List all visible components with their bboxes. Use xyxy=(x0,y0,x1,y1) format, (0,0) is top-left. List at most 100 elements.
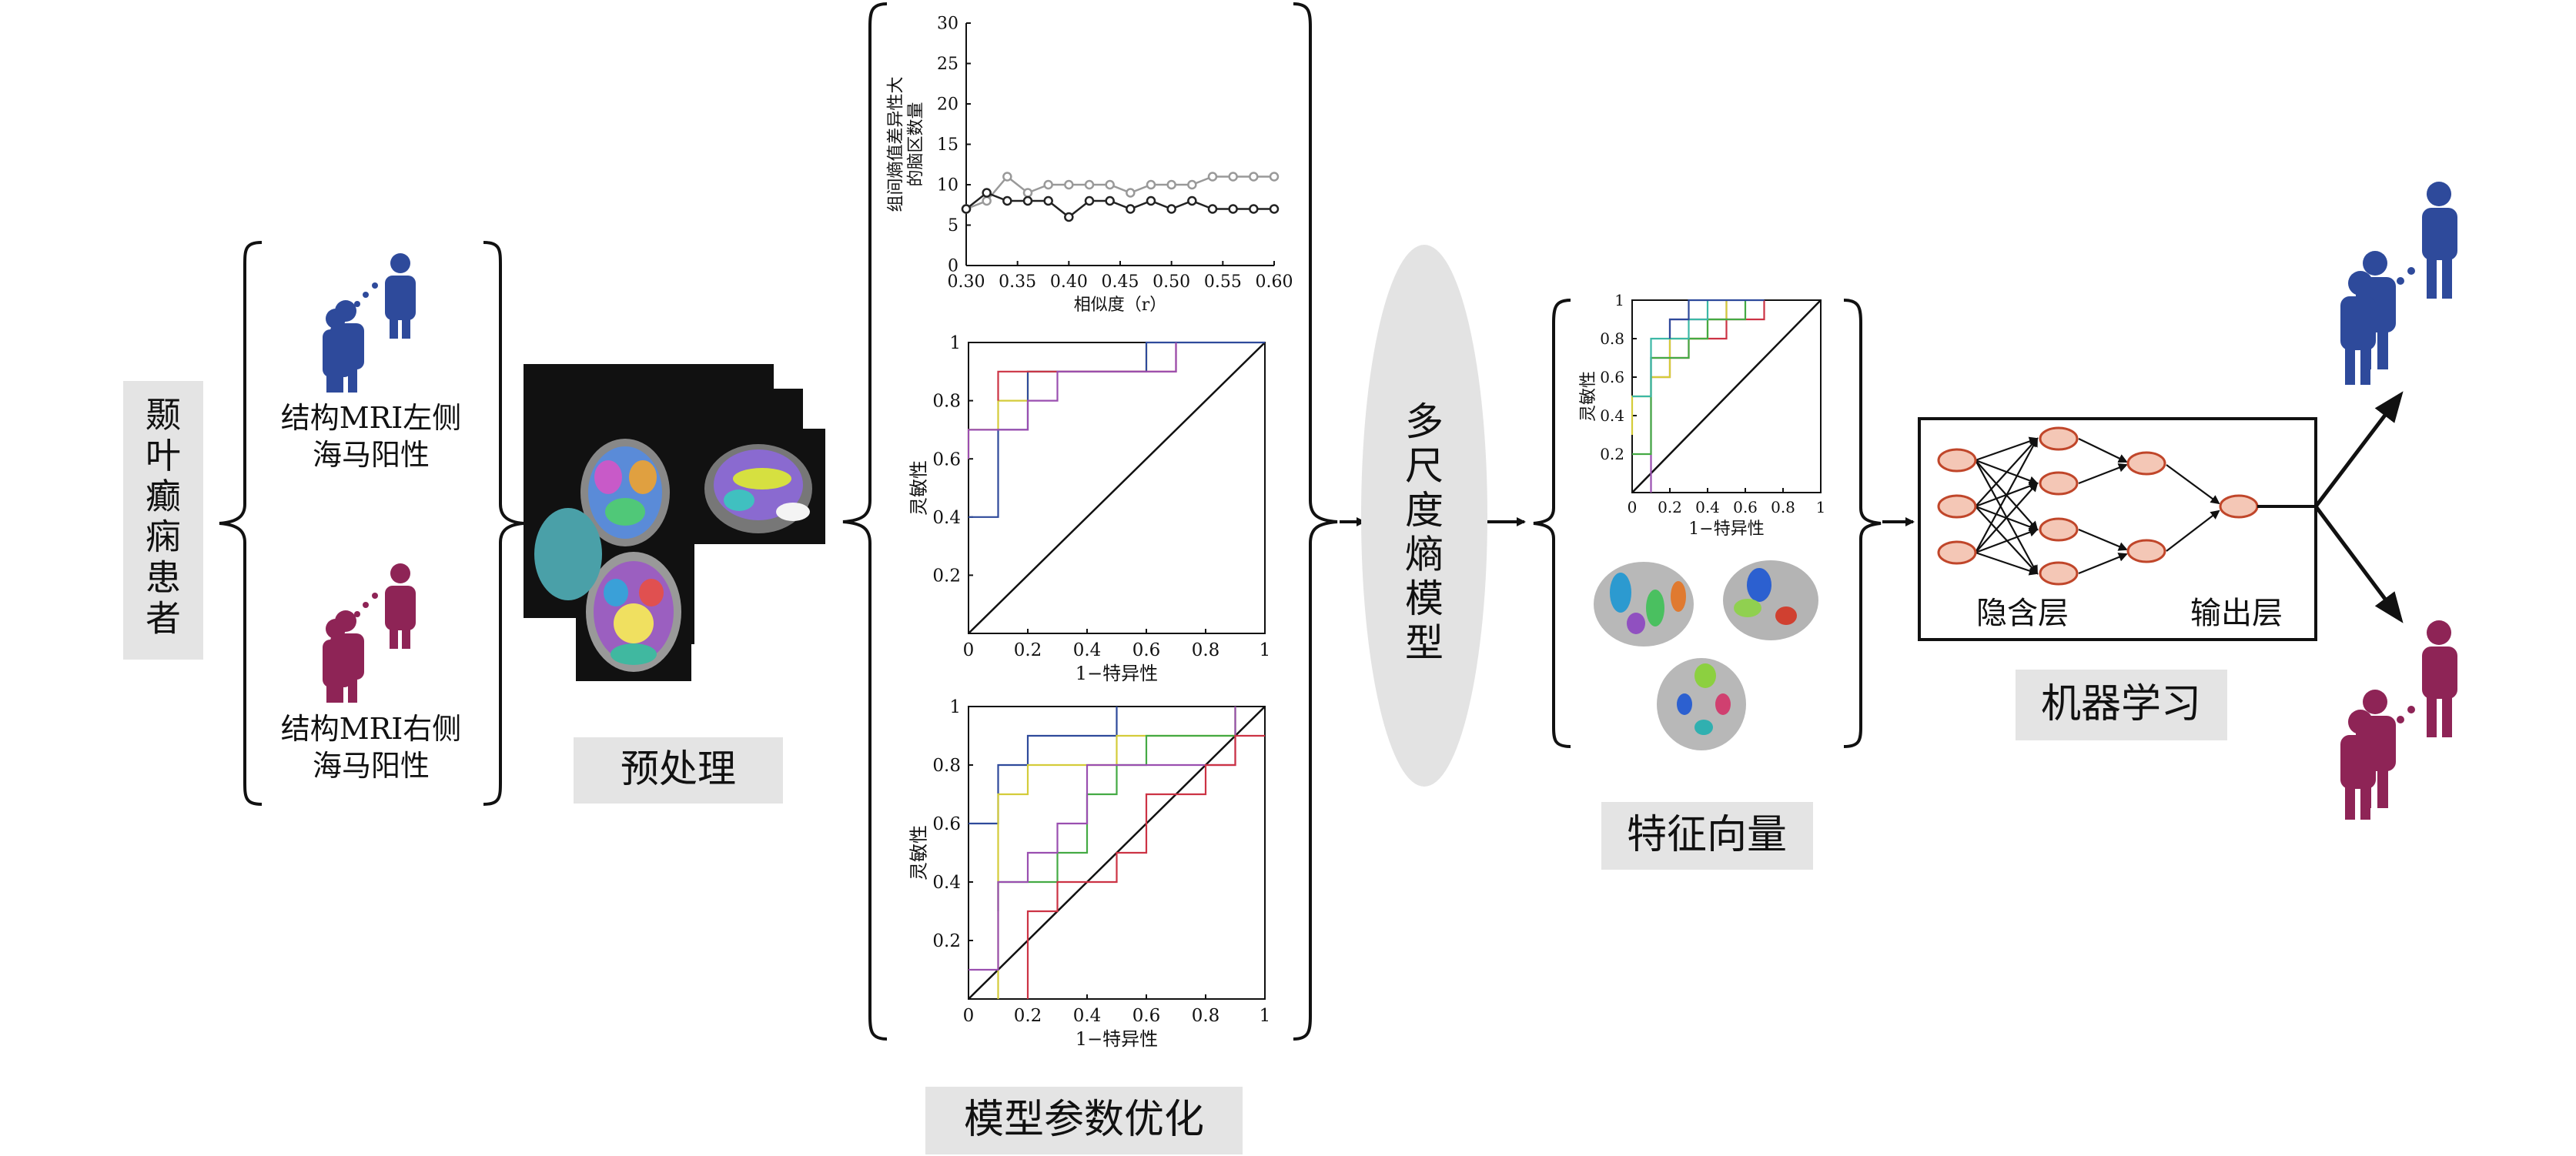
data-point xyxy=(1126,188,1136,198)
network-nodes xyxy=(1937,426,2259,586)
x-tick-label: 0.4 xyxy=(1695,498,1720,516)
brace-right-feature xyxy=(1843,299,1882,748)
y-tick-label: 0.6 xyxy=(932,814,961,834)
input-node xyxy=(1937,494,1977,519)
x-axis-label: 1−特异性 xyxy=(1076,1028,1158,1050)
brace-right-optimization xyxy=(1293,2,1338,1041)
feature-label-box xyxy=(1601,802,1813,870)
data-point xyxy=(1105,195,1115,206)
groups-brace xyxy=(483,241,524,806)
y-axis-label: 灵敏性 xyxy=(908,460,929,516)
y-tick-label: 1 xyxy=(949,697,961,717)
data-point xyxy=(1002,195,1012,206)
x-tick-label: 0.4 xyxy=(1073,640,1102,660)
brace-left-feature xyxy=(1533,299,1571,748)
data-point xyxy=(1064,212,1074,222)
series-line xyxy=(1668,299,1765,339)
data-point xyxy=(1022,195,1033,206)
y-tick-label: 0.4 xyxy=(932,873,961,893)
hidden-node xyxy=(2039,517,2079,542)
optimize-label: 模型参数优化 xyxy=(964,1097,1204,1143)
x-tick-label: 0.35 xyxy=(999,272,1036,292)
diagonal-reference-line xyxy=(968,342,1266,634)
data-point xyxy=(1187,179,1197,190)
brain-render-images xyxy=(1594,560,1818,750)
network-edges xyxy=(1975,436,2220,576)
y-tick-label: 0 xyxy=(948,257,958,276)
mse-model-label: 多尺度熵模型 xyxy=(1405,399,1444,666)
y-tick-label: 1 xyxy=(949,333,961,353)
data-point xyxy=(1064,179,1074,190)
left-group-label-line1: 结构MRI左侧 xyxy=(281,401,462,435)
x-axis-label: 1−特异性 xyxy=(1688,520,1764,539)
y-tick-label: 0.8 xyxy=(1600,329,1624,348)
hidden-node xyxy=(2039,561,2079,586)
mri-image-stack xyxy=(524,364,825,681)
arrow-to-right-class xyxy=(2313,505,2404,623)
x-tick-label: 0.45 xyxy=(1102,272,1139,292)
left-group-people-icon xyxy=(323,253,416,393)
x-tick-label: 0.2 xyxy=(1014,640,1042,660)
hidden-layer-label: 隐含层 xyxy=(1976,596,2069,631)
x-tick-label: 0.40 xyxy=(1050,272,1088,292)
y-tick-label: 0.6 xyxy=(1600,368,1624,386)
x-tick-label: 1 xyxy=(1816,498,1826,516)
arrow-to-left-class xyxy=(2314,391,2404,508)
x-tick-label: 0.4 xyxy=(1073,1006,1102,1026)
y-axis-label: 的脑区数量 xyxy=(907,102,926,186)
y-tick-label: 0.4 xyxy=(932,508,961,528)
preprocess-label-box xyxy=(574,737,783,804)
y-axis-label: 组间熵值差异性大 xyxy=(887,76,906,212)
x-tick-label: 0.2 xyxy=(1014,1006,1042,1026)
series-line xyxy=(997,707,1236,911)
data-point xyxy=(1043,195,1053,206)
x-tick-label: 0.6 xyxy=(1132,640,1161,660)
data-point xyxy=(1187,195,1197,206)
right-group-label-line2: 海马阳性 xyxy=(313,749,430,783)
y-axis-label: 灵敏性 xyxy=(908,825,929,880)
data-point xyxy=(1207,172,1218,182)
ml-label: 机器学习 xyxy=(2041,681,2201,727)
data-point xyxy=(1043,179,1053,190)
hidden-node xyxy=(2039,426,2079,451)
y-tick-label: 25 xyxy=(937,55,958,74)
input-node xyxy=(1937,448,1977,473)
data-point xyxy=(1269,172,1280,182)
data-point xyxy=(982,188,992,198)
series-line xyxy=(1632,300,1709,398)
data-point xyxy=(1084,179,1095,190)
x-tick-label: 0 xyxy=(963,640,975,660)
x-tick-label: 1 xyxy=(1260,640,1271,660)
preprocess-label: 预处理 xyxy=(621,747,736,791)
patients-label: 颞叶癫痫患者 xyxy=(146,394,181,640)
data-point xyxy=(1228,204,1238,214)
series-line xyxy=(967,342,1177,459)
series-line xyxy=(1631,300,1728,435)
data-point xyxy=(1022,188,1033,198)
brace-left-optimization xyxy=(842,2,888,1041)
data-point xyxy=(1146,195,1156,206)
input-node xyxy=(1937,540,1977,565)
hidden-node-2 xyxy=(2126,539,2166,563)
optimize-label-box xyxy=(925,1087,1243,1154)
y-tick-label: 5 xyxy=(948,216,958,236)
y-tick-label: 10 xyxy=(937,176,958,195)
data-point xyxy=(1249,172,1259,182)
patients-brace xyxy=(219,241,263,806)
x-tick-label: 0 xyxy=(963,1006,975,1026)
data-point xyxy=(1126,204,1136,214)
x-tick-label: 0.8 xyxy=(1192,1006,1220,1026)
x-tick-label: 1 xyxy=(1260,1006,1271,1026)
data-point xyxy=(1105,179,1115,190)
x-axis-label: 1−特异性 xyxy=(1076,663,1158,684)
ml-label-box xyxy=(2016,670,2227,740)
y-tick-label: 0.8 xyxy=(932,392,961,412)
hidden-node-2 xyxy=(2126,451,2166,476)
x-tick-label: 0.55 xyxy=(1204,272,1242,292)
y-tick-label: 0.8 xyxy=(932,756,961,776)
data-point xyxy=(1002,172,1012,182)
series-line xyxy=(965,192,1274,219)
